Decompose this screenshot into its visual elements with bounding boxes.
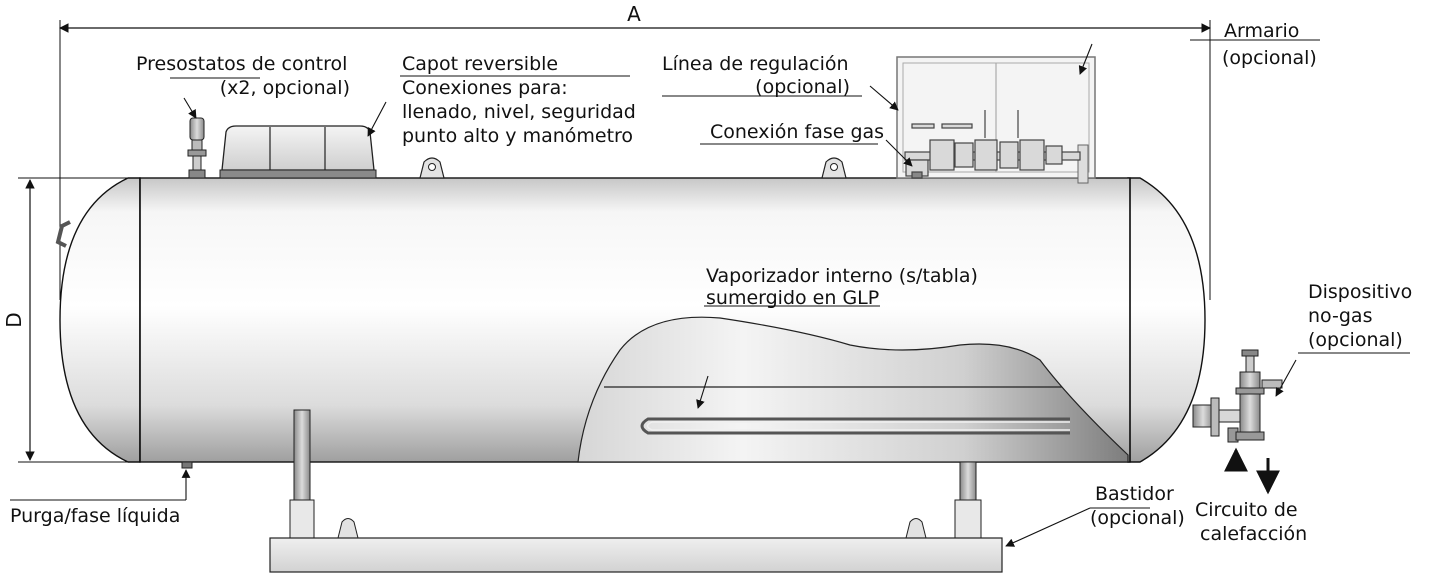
pressure-switches (187, 117, 207, 179)
vaporizer-coil (640, 417, 1070, 435)
armario-label: Armario (opcional) (1222, 20, 1317, 69)
bastidor-label: Bastidor (opcional) (1090, 483, 1185, 529)
conexion-gas-label: Conexión fase gas (710, 121, 884, 143)
linea-line-2: (opcional) (755, 76, 850, 98)
drain-valve (181, 461, 193, 469)
capot-line-1: Capot reversible (402, 53, 558, 75)
dispositivo-line-2: no-gas (1308, 305, 1372, 327)
circuito-label: Circuito de calefacción (1195, 499, 1307, 545)
vaporizador-label: Vaporizador interno (s/tabla) sumergido … (706, 265, 978, 309)
circuito-line-2: calefacción (1200, 523, 1307, 545)
dimension-d-label: D (2, 312, 26, 327)
cabinet (896, 56, 1096, 184)
lifting-handle (55, 220, 71, 248)
bastidor-line-1: Bastidor (1095, 483, 1174, 505)
capot-line-4: punto alto y manómetro (402, 125, 633, 147)
dispositivo-line-3: (opcional) (1308, 329, 1403, 351)
leader-lines (10, 39, 1410, 547)
presostatos-label: Presostatos de control (x2, opcional) (136, 53, 350, 99)
presostatos-line-1: Presostatos de control (136, 53, 347, 75)
no-gas-device (1192, 349, 1283, 495)
dispositivo-label: Dispositivo no-gas (opcional) (1308, 281, 1412, 351)
tank-left-head (59, 177, 141, 463)
armario-line-1: Armario (1224, 20, 1299, 42)
armario-line-2: (opcional) (1222, 47, 1317, 69)
tank-cutaway (577, 316, 1129, 463)
circuito-line-1: Circuito de (1195, 499, 1298, 521)
capot-line-2: Conexiones para: (402, 77, 568, 99)
vaporizador-line-1: Vaporizador interno (s/tabla) (706, 265, 978, 287)
linea-line-1: Línea de regulación (662, 53, 849, 75)
linea-label: Línea de regulación (opcional) (662, 53, 850, 98)
vaporizador-line-2: sumergido en GLP (706, 287, 879, 309)
capot (219, 125, 377, 179)
capot-label: Capot reversible Conexiones para: llenad… (402, 53, 636, 147)
capot-line-3: llenado, nivel, seguridad (402, 101, 636, 123)
bastidor-line-2: (opcional) (1090, 507, 1185, 529)
dimension-a-label: A (627, 2, 641, 26)
dispositivo-line-1: Dispositivo (1308, 281, 1412, 303)
dimension-a: A (59, 2, 1211, 300)
lifting-lugs (419, 157, 847, 179)
presostatos-line-2: (x2, opcional) (220, 77, 350, 99)
tank-right-head (1127, 177, 1206, 463)
frame (269, 409, 1003, 573)
purga-label: Purga/fase líquida (10, 505, 180, 527)
tank (55, 177, 1206, 463)
dimension-d: D (2, 177, 135, 463)
